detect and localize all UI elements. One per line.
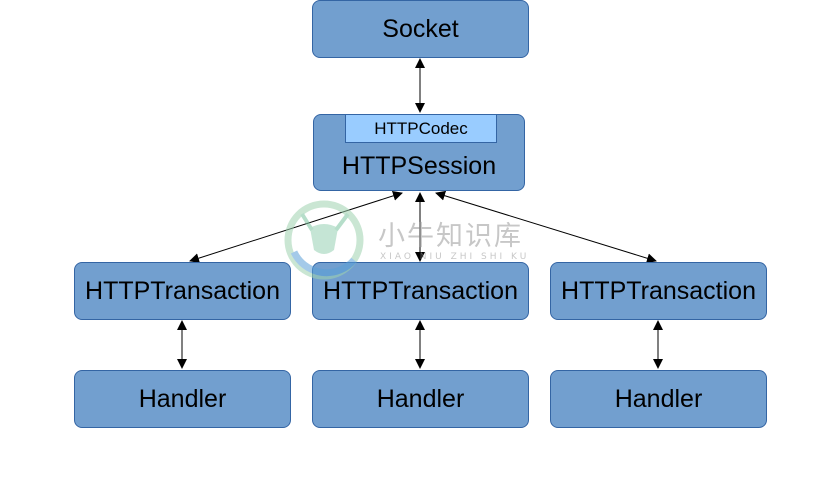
watermark-logo-icon <box>284 200 364 280</box>
watermark: 小牛知识库 XIAO NIU ZHI SHI KU <box>282 200 532 280</box>
http-transaction-node-center: HTTPTransaction <box>312 262 529 320</box>
arrow-session-transaction-left <box>189 190 403 264</box>
http-session-label: HTTPSession <box>341 152 497 180</box>
watermark-chinese-text: 小牛知识库 <box>378 221 523 252</box>
socket-node: Socket <box>312 0 529 58</box>
http-codec-node: HTTPCodec <box>345 114 497 143</box>
watermark-english-text: XIAO NIU ZHI SHI KU <box>380 252 530 262</box>
http-transaction-node-left: HTTPTransaction <box>74 262 291 320</box>
http-transaction-node-right: HTTPTransaction <box>550 262 767 320</box>
handler-node-left: Handler <box>74 370 291 428</box>
handler-node-center: Handler <box>312 370 529 428</box>
arrow-session-transaction-right <box>435 190 657 264</box>
handler-node-right: Handler <box>550 370 767 428</box>
